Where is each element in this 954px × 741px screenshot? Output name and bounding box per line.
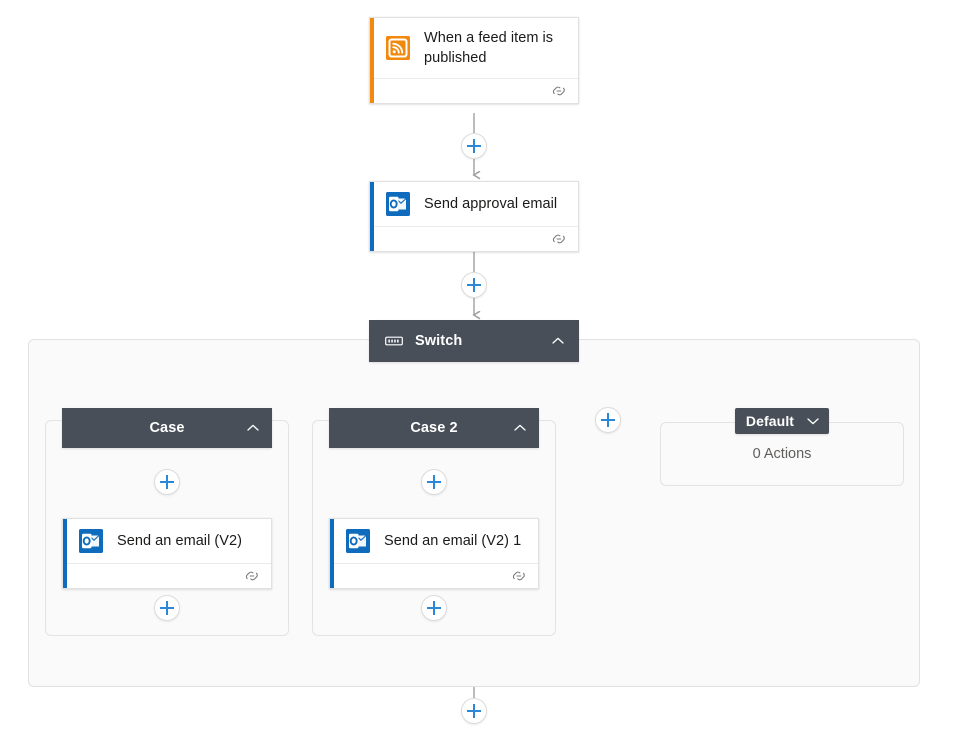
add-step-case-2-top-button[interactable]	[421, 469, 447, 495]
default-case-header[interactable]: Default	[735, 408, 829, 434]
connection-icon[interactable]	[551, 232, 567, 246]
chevron-down-icon[interactable]	[806, 414, 820, 428]
switch-header[interactable]: Switch	[369, 320, 579, 362]
add-step-after-trigger-button[interactable]	[461, 133, 487, 159]
trigger-card-when-a-feed-item-is-published[interactable]: When a feed item is published	[369, 17, 579, 104]
trigger-title: When a feed item is published	[424, 30, 554, 66]
outlook-icon	[346, 529, 370, 553]
action-title: Send an email (V2) 1	[384, 533, 522, 549]
switch-icon	[385, 335, 403, 347]
switch-label: Switch	[415, 333, 463, 349]
add-step-after-send-approval-email-button[interactable]	[461, 272, 487, 298]
add-step-case-1-bottom-button[interactable]	[154, 595, 180, 621]
action-title: Send approval email	[424, 196, 558, 212]
trigger-accent-bar	[370, 18, 374, 103]
action-accent-bar	[370, 182, 374, 251]
default-case-label: Default	[745, 413, 795, 429]
connection-icon[interactable]	[551, 84, 567, 98]
action-accent-bar	[330, 519, 334, 588]
connection-icon[interactable]	[244, 569, 260, 583]
action-card-footer	[63, 563, 271, 588]
action-card-footer	[330, 563, 538, 588]
outlook-icon	[79, 529, 103, 553]
case-2-header[interactable]: Case 2	[329, 408, 539, 448]
chevron-up-icon[interactable]	[513, 421, 527, 435]
add-step-case-1-top-button[interactable]	[154, 469, 180, 495]
action-card-send-an-email-v2-1[interactable]: Send an email (V2) 1	[329, 518, 539, 589]
connection-icon[interactable]	[511, 569, 527, 583]
action-card-send-approval-email[interactable]: Send approval email	[369, 181, 579, 252]
case-2-label: Case 2	[410, 420, 458, 436]
add-step-after-switch-button[interactable]	[461, 698, 487, 724]
rss-icon	[386, 36, 410, 60]
outlook-icon	[386, 192, 410, 216]
add-case-button[interactable]	[595, 407, 621, 433]
default-case-empty-text: 0 Actions	[752, 446, 812, 462]
action-card-footer	[370, 226, 578, 251]
case-1-header[interactable]: Case	[62, 408, 272, 448]
chevron-up-icon[interactable]	[551, 334, 565, 348]
add-step-case-2-bottom-button[interactable]	[421, 595, 447, 621]
action-title: Send an email (V2)	[117, 533, 243, 549]
case-1-label: Case	[149, 420, 185, 436]
chevron-up-icon[interactable]	[246, 421, 260, 435]
action-card-send-an-email-v2[interactable]: Send an email (V2)	[62, 518, 272, 589]
action-accent-bar	[63, 519, 67, 588]
trigger-card-footer	[370, 78, 578, 103]
